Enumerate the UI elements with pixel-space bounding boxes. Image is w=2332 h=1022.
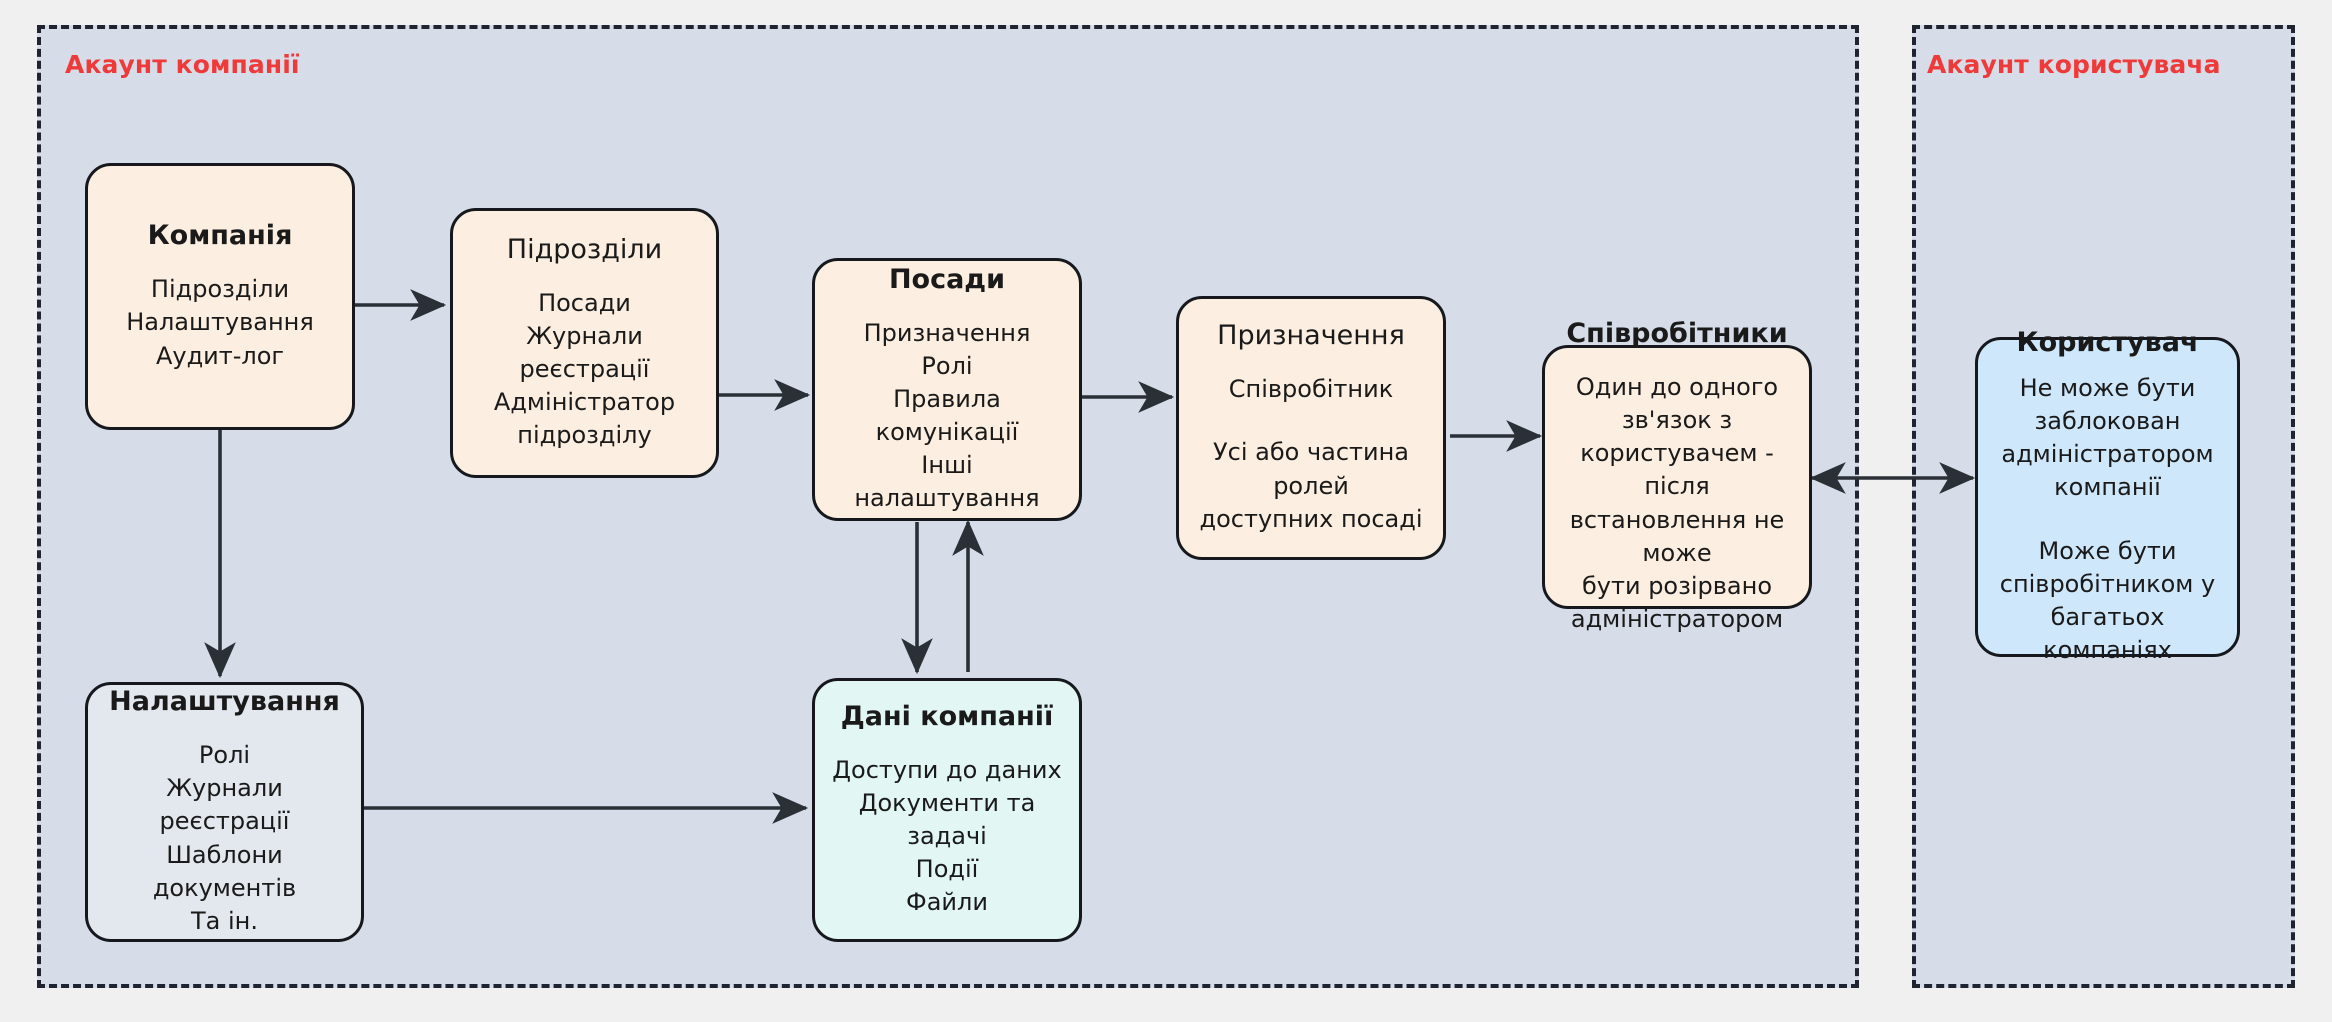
node-company-data[interactable]: Дані компанії Доступи до даних Документи… xyxy=(812,678,1082,942)
node-assignment-body-1: Співробітник xyxy=(1228,375,1394,404)
node-user-body-2: Може бути співробітником у багатьох комп… xyxy=(1999,536,2216,664)
user-account-label: Акаунт користувача xyxy=(1927,50,2221,79)
node-settings-title: Налаштування xyxy=(109,686,340,718)
node-departments-body: Посади Журнали реєстрації Адміністратор … xyxy=(493,288,676,450)
node-positions[interactable]: Посади Призначення Ролі Правила комуніка… xyxy=(812,258,1082,521)
company-account-label: Акаунт компанії xyxy=(65,50,300,79)
node-assignment[interactable]: Призначення Співробітник Усі або частина… xyxy=(1176,296,1446,560)
node-assignment-body-2: Усі або частина ролей доступних посаді xyxy=(1199,438,1423,533)
node-user-title: Користувач xyxy=(2016,327,2199,359)
node-positions-body: Призначення Ролі Правила комунікації Інш… xyxy=(854,318,1040,513)
node-employees-title: Співробітники xyxy=(1566,318,1788,350)
node-employees-body: Один до одного зв'язок з користувачем - … xyxy=(1569,373,1785,633)
node-departments[interactable]: Підрозділи Посади Журнали реєстрації Адм… xyxy=(450,208,719,478)
node-user[interactable]: Користувач Не може бути заблокован адмін… xyxy=(1975,327,2240,664)
node-employees[interactable]: Співробітники Один до одного зв'язок з к… xyxy=(1542,318,1812,633)
node-settings-body: Ролі Журнали реєстрації Шаблони документ… xyxy=(152,741,297,935)
node-company-title: Компанія xyxy=(147,220,293,252)
node-departments-title: Підрозділи xyxy=(506,233,663,265)
node-positions-title: Посади xyxy=(888,263,1006,295)
node-company-data-body: Доступи до даних Документи та задачі Под… xyxy=(832,755,1062,917)
node-assignment-title: Призначення xyxy=(1217,320,1405,352)
node-company-body: Підрозділи Налаштування Аудит-лог xyxy=(126,275,314,370)
node-company[interactable]: Компанія Підрозділи Налаштування Аудит-л… xyxy=(85,163,355,430)
node-settings[interactable]: Налаштування Ролі Журнали реєстрації Шаб… xyxy=(85,682,364,942)
node-company-data-title: Дані компанії xyxy=(840,700,1054,732)
node-user-body-1: Не може бути заблокован адміністратором … xyxy=(2001,374,2214,502)
